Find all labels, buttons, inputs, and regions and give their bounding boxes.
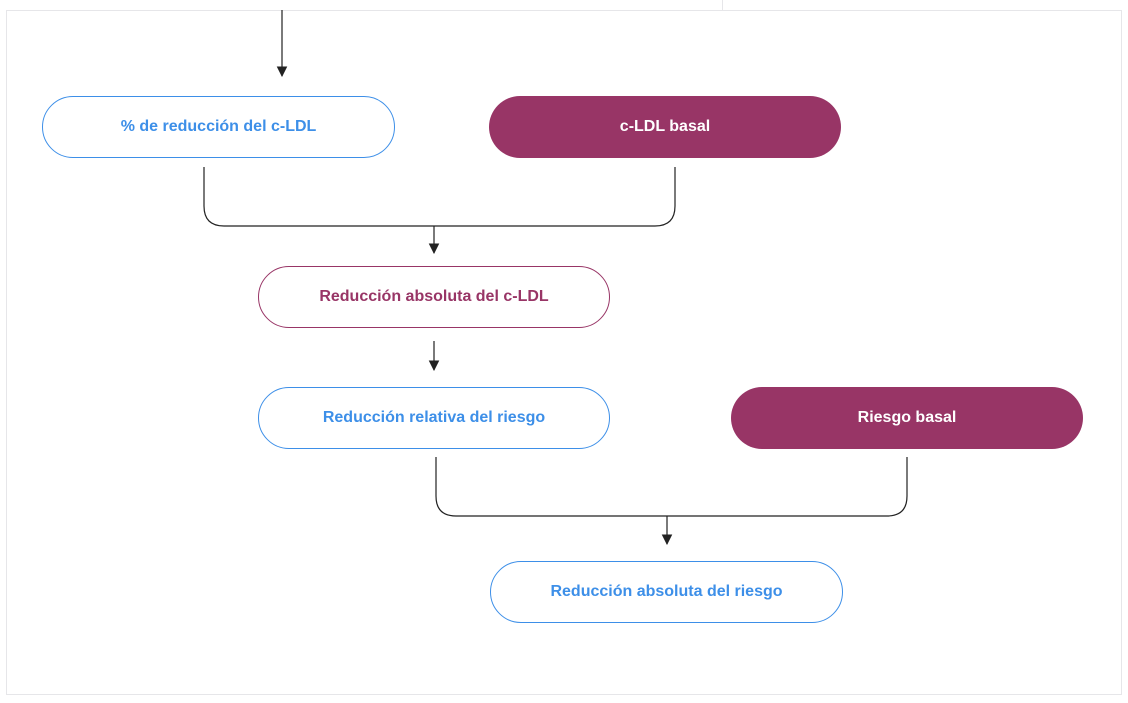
node-relative-risk-reduction: Reducción relativa del riesgo: [258, 387, 610, 449]
column-divider: [722, 0, 723, 11]
diagram-frame: [6, 10, 1122, 695]
top-border-right: [723, 10, 1122, 11]
merge-connector-1: [203, 167, 676, 227]
node-baseline-ldl: c-LDL basal: [489, 96, 841, 158]
node-absolute-ldl-reduction: Reducción absoluta del c-LDL: [258, 266, 610, 328]
top-border-left: [6, 10, 722, 11]
merge-connector-2: [435, 457, 908, 517]
node-baseline-risk: Riesgo basal: [731, 387, 1083, 449]
node-absolute-risk-reduction: Reducción absoluta del riesgo: [490, 561, 843, 623]
node-pct-ldl-reduction: % de reducción del c-LDL: [42, 96, 395, 158]
